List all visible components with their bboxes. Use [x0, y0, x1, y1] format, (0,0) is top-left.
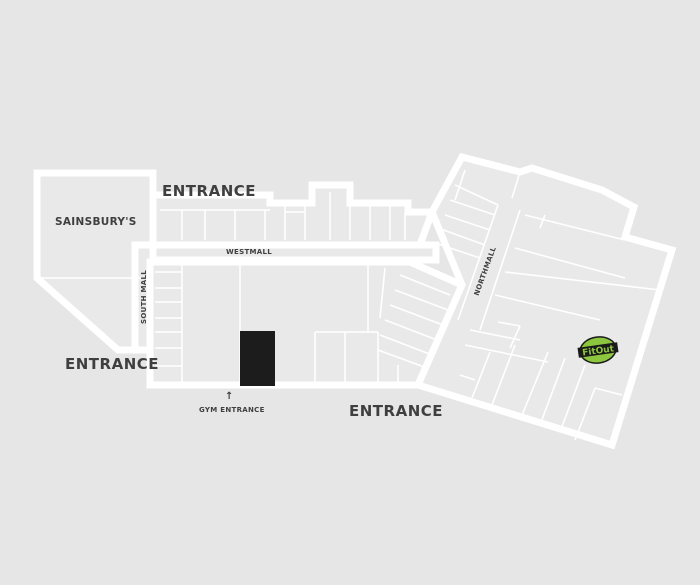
west-mall-label: WESTMALL: [226, 248, 273, 256]
south-mall-label: SOUTH MALL: [140, 269, 148, 324]
shop-units: [40, 169, 661, 441]
entrance-left-label: ENTRANCE: [65, 355, 159, 373]
gym-entrance-label: GYM ENTRANCE: [199, 406, 265, 414]
gym-entrance-arrow: ↑: [225, 391, 234, 402]
entrance-bottom-label: ENTRANCE: [349, 402, 443, 420]
gym-block: [240, 331, 275, 386]
svg-text:FitOut: FitOut: [582, 344, 616, 358]
entrance-top-label: ENTRANCE: [162, 182, 256, 200]
fitout-logo: FitOut: [577, 336, 619, 364]
sainsburys-label: SAINSBURY'S: [55, 216, 137, 228]
